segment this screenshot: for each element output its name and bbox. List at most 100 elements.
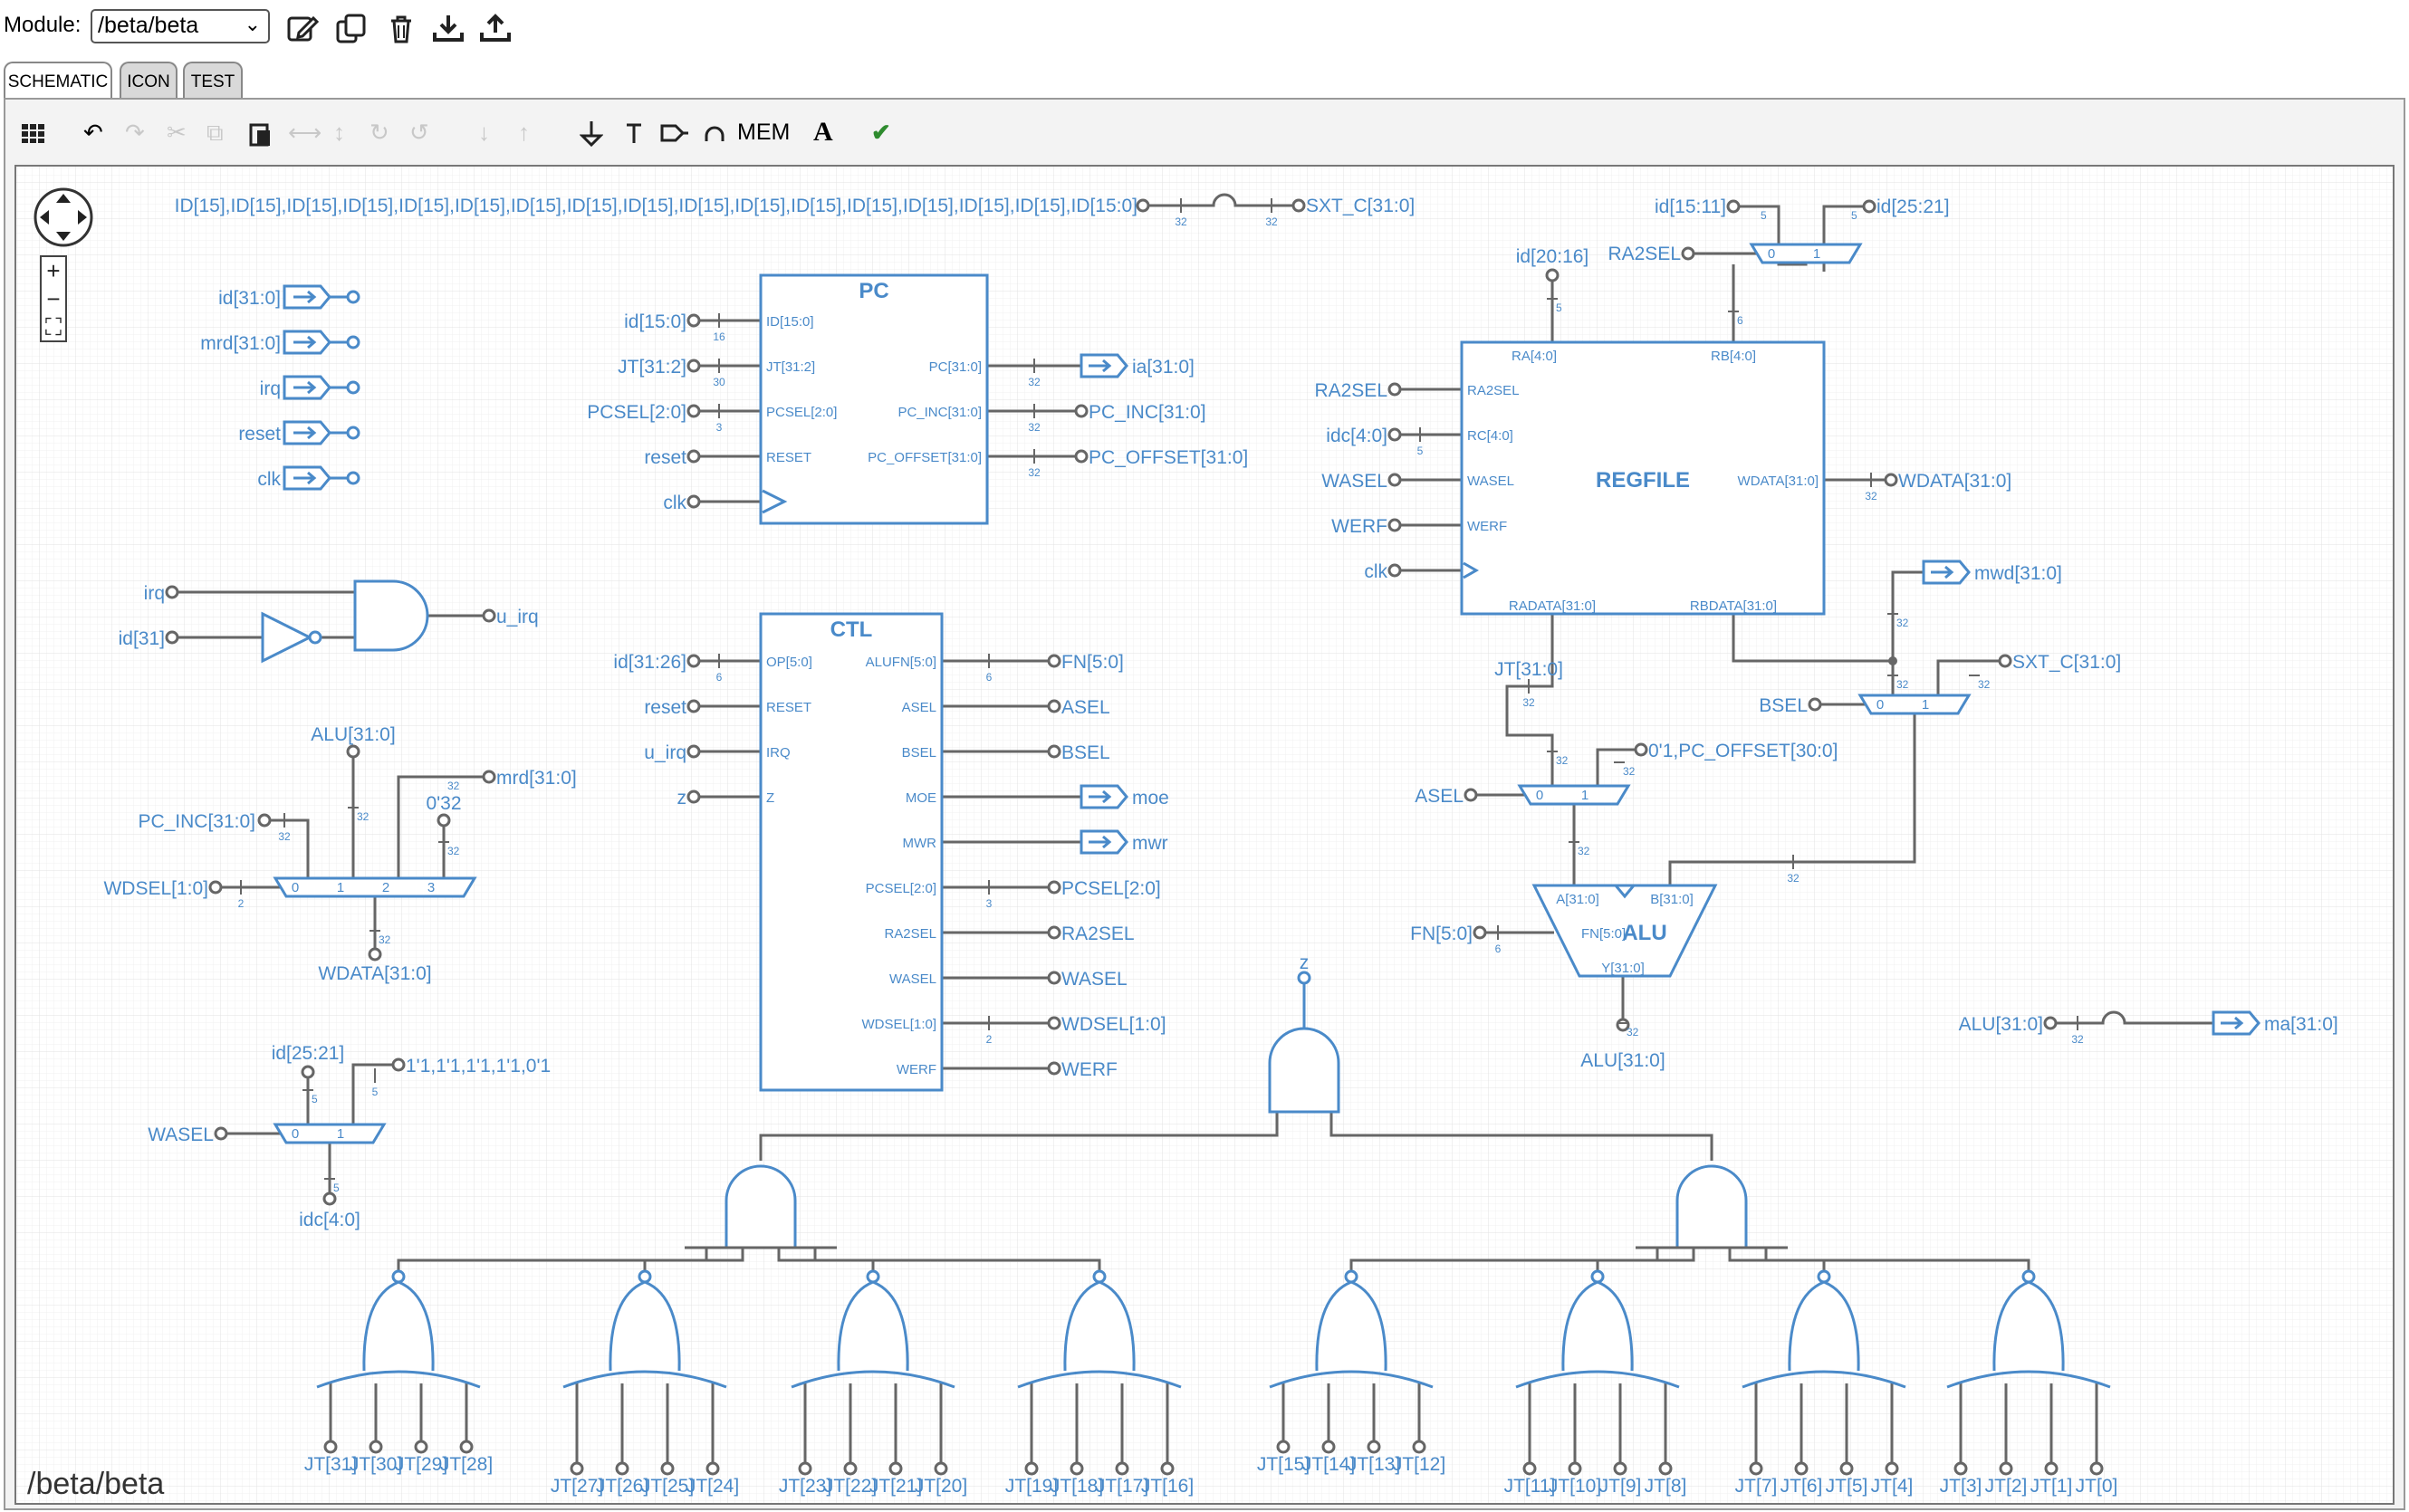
jt-label: JT[29]	[395, 1454, 447, 1475]
tab-test[interactable]: TEST	[183, 62, 243, 100]
wire-label: RA2SEL	[1061, 923, 1135, 944]
clock-marker	[762, 489, 788, 514]
wire-label: FN[5:0]	[1061, 652, 1124, 673]
terminal	[1953, 1461, 1968, 1476]
module-select[interactable]: /beta/beta ⌄	[91, 9, 270, 43]
terminal	[1047, 699, 1061, 713]
grid-icon[interactable]	[20, 116, 47, 148]
arrow-icon	[293, 471, 317, 485]
rotate-ccw-icon[interactable]: ↺	[409, 119, 429, 146]
module-select-value: /beta/beta	[98, 13, 199, 38]
input-port-label: reset	[238, 424, 281, 445]
delete-icon[interactable]	[384, 13, 418, 43]
terminal	[1321, 1440, 1336, 1454]
terminal	[843, 1461, 858, 1476]
nor-bubble	[1092, 1269, 1107, 1284]
terminal	[1473, 925, 1487, 940]
terminal	[346, 426, 360, 440]
edit-icon[interactable]	[286, 13, 321, 43]
wire-label: PC_OFFSET[31:0]	[1089, 447, 1248, 468]
pin-label: PCSEL[2:0]	[866, 881, 936, 896]
ground-icon[interactable]	[580, 116, 603, 148]
terminal	[414, 1440, 428, 1454]
pin-label: Z	[766, 790, 774, 806]
wire-label: PCSEL[2:0]	[587, 402, 686, 423]
jumper-icon[interactable]	[703, 116, 726, 148]
upload-icon[interactable]	[478, 13, 513, 43]
wire-label: 0'1,PC_OFFSET[30:0]	[1648, 741, 1838, 761]
check-icon[interactable]: ✔	[871, 119, 891, 146]
tab-schematic[interactable]: SCHEMATIC	[4, 62, 112, 103]
pan-control[interactable]	[33, 187, 94, 248]
wire-label: z	[677, 788, 687, 809]
cut-icon[interactable]: ✂	[167, 119, 187, 146]
pin-label: ID[15:0]	[766, 314, 814, 330]
bus-width: 32	[379, 933, 391, 946]
output-port-label: mwd[31:0]	[1974, 563, 2062, 584]
pin-label: RA2SEL	[884, 926, 936, 942]
bus-width: 32	[1028, 376, 1041, 388]
zoom-fit-button[interactable]: ⛶	[44, 313, 62, 340]
text-tool-button[interactable]: A	[813, 117, 833, 147]
bus-width: 32	[1028, 466, 1041, 479]
copy-icon[interactable]: ⧉	[206, 119, 224, 146]
redo-icon[interactable]: ↷	[125, 119, 145, 146]
jt-label: JT[27]	[551, 1476, 603, 1497]
terminal	[346, 380, 360, 395]
download-icon[interactable]	[431, 13, 465, 43]
mux-input-label: 2	[382, 880, 389, 895]
text-icon[interactable]	[623, 116, 645, 148]
wire-label: ALU[31:0]	[1959, 1014, 2043, 1035]
terminal	[686, 654, 701, 668]
zoom-out-button[interactable]: −	[46, 285, 61, 312]
nor-gate-back	[791, 1370, 955, 1389]
jt-label: JT[6]	[1780, 1476, 1823, 1497]
pin-label: ALUFN[5:0]	[866, 655, 936, 670]
mem-button[interactable]: MEM	[737, 120, 791, 145]
arrow-icon	[1089, 789, 1112, 804]
tab-icon[interactable]: ICON	[120, 62, 178, 100]
schematic-diagram[interactable]: ID[15],ID[15],ID[15],ID[15],ID[15],ID[15…	[16, 167, 2393, 1503]
and-gate	[1268, 1027, 1340, 1114]
jt-label: JT[9]	[1599, 1476, 1642, 1497]
input-port-label: mrd[31:0]	[200, 333, 281, 354]
copy-module-icon[interactable]	[335, 13, 370, 43]
terminal	[1545, 268, 1560, 282]
terminal	[1884, 473, 1898, 487]
mux-input-label: 1	[337, 880, 344, 895]
port-icon[interactable]	[659, 116, 690, 148]
mux-input-label: 0	[1768, 246, 1775, 262]
move-down-icon[interactable]: ↓	[478, 119, 490, 146]
editor-toolbar: ↶ ↷ ✂ ⧉ ⟷ ↕ ↻ ↺ ↓ ↑ MEM A ✔	[5, 100, 2404, 165]
wire	[1596, 1248, 1695, 1271]
wire-label: ALU[31:0]	[1580, 1050, 1665, 1071]
terminal	[1047, 925, 1061, 940]
terminal	[1387, 563, 1402, 578]
schematic-canvas[interactable]: ID[15],ID[15],ID[15],ID[15],ID[15],ID[15…	[14, 165, 2395, 1505]
bus-width: 5	[1556, 301, 1562, 314]
undo-icon[interactable]: ↶	[83, 119, 103, 146]
terminal	[1074, 449, 1089, 464]
output-port-label: mwr	[1132, 833, 1168, 854]
wire	[1764, 1248, 2030, 1271]
wire-label: id[15:0]	[624, 311, 686, 332]
nor-bubble	[2021, 1269, 2036, 1284]
jt-label: JT[21]	[869, 1476, 922, 1497]
bus-width: 32	[1265, 215, 1278, 228]
nor-gate-back	[316, 1370, 481, 1389]
flip-vertical-icon[interactable]: ↕	[333, 119, 345, 146]
bus-width: 32	[1627, 1026, 1639, 1038]
rotate-cw-icon[interactable]: ↻	[370, 119, 389, 146]
bus-width: 5	[1417, 445, 1424, 457]
flip-horizontal-icon[interactable]: ⟷	[288, 119, 322, 146]
mux-input-label: 0	[1536, 788, 1543, 803]
tab-bar: SCHEMATIC ICON TEST	[0, 58, 2409, 103]
inverter	[261, 611, 313, 664]
move-up-icon[interactable]: ↑	[518, 119, 530, 146]
zoom-in-button[interactable]: +	[46, 257, 61, 284]
terminal	[660, 1461, 675, 1476]
jt-label: JT[7]	[1735, 1476, 1778, 1497]
wire	[759, 1112, 1713, 1161]
input-port-label: id[31:0]	[218, 288, 281, 309]
paste-icon[interactable]	[248, 116, 274, 148]
